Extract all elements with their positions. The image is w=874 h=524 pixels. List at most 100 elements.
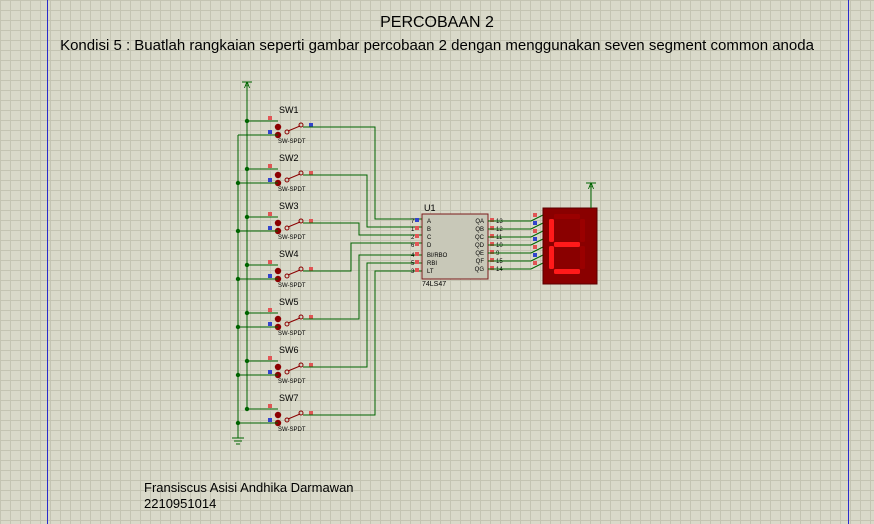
pin-marker xyxy=(415,234,419,238)
pin-marker xyxy=(533,253,537,257)
switch-throw xyxy=(298,362,304,368)
pin-marker xyxy=(268,260,272,264)
pin-marker xyxy=(533,229,537,233)
pin-marker xyxy=(415,226,419,230)
pin-marker xyxy=(533,245,537,249)
switch-4[interactable] xyxy=(274,266,304,283)
decoder-input-name: BI/RBO xyxy=(427,253,448,259)
pin-marker xyxy=(533,221,537,225)
pin-marker xyxy=(490,218,494,222)
decoder-output-pin: 15 xyxy=(496,259,503,265)
pin-marker xyxy=(533,213,537,217)
switch-output-wire xyxy=(303,174,422,228)
switch-throw xyxy=(298,266,304,272)
power-terminal-icon: A xyxy=(244,80,250,90)
switch-output-wire xyxy=(303,222,422,236)
display-input-wire xyxy=(530,254,544,262)
decoder-ic[interactable] xyxy=(421,213,489,280)
display-input-wire xyxy=(530,262,544,270)
pin-marker xyxy=(415,218,419,222)
pin-marker xyxy=(415,242,419,246)
pin-marker xyxy=(415,260,419,264)
decoder-input-pin: 5 xyxy=(411,261,415,267)
segment-b xyxy=(580,219,585,242)
pin-marker xyxy=(309,411,313,415)
switch-label: SW6 xyxy=(279,345,299,355)
switch-output-wire xyxy=(303,254,422,320)
junction-dot xyxy=(235,420,241,426)
pin-marker xyxy=(309,171,313,175)
pin-marker xyxy=(268,418,272,422)
switch-label: SW3 xyxy=(279,201,299,211)
decoder-input-name: D xyxy=(427,243,432,249)
pin-marker xyxy=(415,252,419,256)
switch-contact xyxy=(274,123,282,131)
pin-marker xyxy=(490,266,494,270)
switch-output-wire xyxy=(303,270,422,416)
junction-dot xyxy=(235,372,241,378)
switch-label: SW2 xyxy=(279,153,299,163)
decoder-part-label: 74LS47 xyxy=(422,281,446,288)
decoder-ref-label: U1 xyxy=(424,203,436,213)
segment-g xyxy=(554,242,580,247)
switch-pivot xyxy=(284,129,290,135)
right-border-line xyxy=(848,0,849,524)
decoder-input-name: B xyxy=(427,227,431,233)
pin-marker xyxy=(490,234,494,238)
switch-throw xyxy=(298,170,304,176)
pin-marker xyxy=(268,370,272,374)
switch-2[interactable] xyxy=(274,170,304,187)
segment-c xyxy=(580,246,585,269)
switch-contact xyxy=(274,315,282,323)
junction-dot xyxy=(244,358,250,364)
switch-3[interactable] xyxy=(274,218,304,235)
switch-type-label: SW-SPDT xyxy=(278,187,306,193)
decoder-body xyxy=(421,213,489,280)
decoder-output-pin: 11 xyxy=(496,235,503,241)
junction-dot xyxy=(235,180,241,186)
switch-6[interactable] xyxy=(274,362,304,379)
page-subtitle: Kondisi 5 : Buatlah rangkaian seperti ga… xyxy=(60,37,814,54)
switch-contact xyxy=(274,363,282,371)
pin-marker xyxy=(490,226,494,230)
decoder-output-name: QB xyxy=(475,227,484,233)
switch-7[interactable] xyxy=(274,410,304,427)
decoder-output-name: QF xyxy=(476,259,485,265)
decoder-output-name: QC xyxy=(475,235,485,241)
pin-marker xyxy=(533,261,537,265)
pin-marker xyxy=(268,322,272,326)
switch-1[interactable] xyxy=(274,122,304,139)
segment-e xyxy=(549,246,554,269)
seven-segment-display[interactable] xyxy=(542,207,598,285)
pin-marker xyxy=(268,130,272,134)
decoder-output-name: QA xyxy=(475,219,484,225)
switch-output-wire xyxy=(303,242,422,272)
switch-contact xyxy=(274,171,282,179)
display-input-wire xyxy=(530,222,544,230)
switch-pivot xyxy=(284,417,290,423)
pin-marker xyxy=(268,226,272,230)
switch-5[interactable] xyxy=(274,314,304,331)
decoder-input-pin: 1 xyxy=(411,227,415,233)
segment-f xyxy=(549,219,554,242)
junction-dot xyxy=(244,310,250,316)
switch-lever xyxy=(287,221,301,228)
decoder-input-pin: 7 xyxy=(411,219,415,225)
decoder-output-name: QG xyxy=(475,267,485,273)
decoder-output-pin: 10 xyxy=(496,243,503,249)
switch-pivot xyxy=(284,273,290,279)
display-input-wire xyxy=(530,230,544,238)
pin-marker xyxy=(309,219,313,223)
pin-marker xyxy=(268,308,272,312)
switch-label: SW4 xyxy=(279,249,299,259)
switch-output-wire xyxy=(303,126,422,220)
switch-throw xyxy=(298,410,304,416)
display-input-wire xyxy=(530,214,544,222)
switch-type-label: SW-SPDT xyxy=(278,139,306,145)
pin-marker xyxy=(268,356,272,360)
junction-dot xyxy=(235,228,241,234)
decoder-input-pin: 3 xyxy=(411,269,415,275)
junction-dot xyxy=(244,262,250,268)
switch-throw xyxy=(298,218,304,224)
